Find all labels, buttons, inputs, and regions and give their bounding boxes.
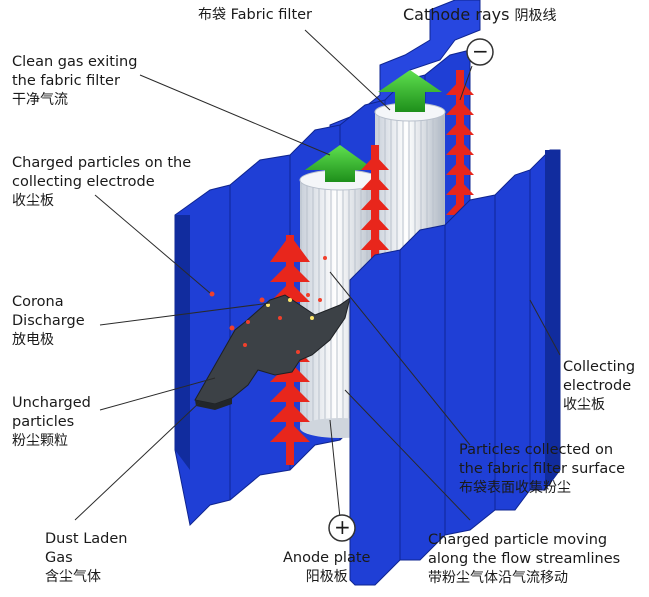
label-corona-line2: Discharge — [12, 313, 85, 329]
label-clean-gas-line2: the fabric filter — [12, 73, 120, 89]
label-anode-zh: 阳极板 — [305, 569, 348, 585]
label-uncharged-zh: 粉尘颗粒 — [12, 433, 68, 449]
label-clean-gas: Clean gas exiting the fabric filter 干净气流 — [12, 53, 137, 110]
label-collecting-electrode-line1: Collecting — [563, 359, 636, 375]
label-dust-laden: Dust Laden Gas 含尘气体 — [45, 530, 127, 587]
label-charged-on-electrode: Charged particles on the collecting elec… — [12, 154, 191, 211]
label-particles-collected-line2: the fabric filter surface — [459, 461, 626, 477]
label-charged-on-electrode-line2: collecting electrode — [12, 174, 155, 190]
label-fabric-filter: 布袋 Fabric filter — [198, 6, 312, 25]
plus-symbol: + — [334, 515, 351, 539]
label-charged-on-electrode-line1: Charged particles on the — [12, 155, 192, 171]
label-collecting-electrode: Collecting electrode 收尘板 — [563, 358, 635, 415]
label-anode: Anode plate 阳极板 — [283, 549, 370, 587]
cathode-rod-middle — [361, 145, 389, 345]
label-corona-zh: 放电极 — [12, 332, 54, 348]
plus-terminal-icon — [328, 514, 356, 542]
label-cathode-rays: Cathode rays 阴极线 — [403, 5, 557, 26]
label-charged-moving-zh: 带粉尘气体沿气流移动 — [428, 570, 568, 586]
label-particles-collected-zh: 布袋表面收集粉尘 — [459, 480, 571, 496]
minus-terminal-icon — [466, 38, 494, 66]
label-dust-laden-line1: Dust Laden — [45, 531, 128, 547]
leader-lines — [74, 29, 561, 521]
collecting-plate-right — [349, 149, 561, 586]
label-charged-moving: Charged particle moving along the flow s… — [428, 531, 620, 588]
label-collecting-electrode-zh: 收尘板 — [563, 397, 605, 413]
label-cathode-rays-zh: 阴极线 — [514, 8, 557, 24]
label-charged-moving-line1: Charged particle moving — [428, 532, 608, 548]
label-uncharged: Uncharged particles 粉尘颗粒 — [12, 394, 91, 451]
label-charged-on-electrode-zh: 收尘板 — [12, 193, 54, 209]
label-clean-gas-line1: Clean gas exiting — [12, 54, 138, 70]
minus-symbol: − — [472, 39, 489, 63]
label-uncharged-line1: Uncharged — [12, 395, 91, 411]
label-corona-line1: Corona — [12, 294, 64, 310]
label-corona: Corona Discharge 放电极 — [12, 293, 85, 350]
label-dust-laden-zh: 含尘气体 — [45, 569, 101, 585]
label-cathode-rays-en: Cathode rays — [403, 5, 510, 24]
label-dust-laden-line2: Gas — [45, 550, 73, 566]
corona-discharge-plate — [194, 294, 351, 410]
label-particles-collected: Particles collected on the fabric filter… — [459, 441, 625, 498]
label-charged-moving-line2: along the flow streamlines — [428, 551, 621, 567]
charged-particles — [209, 256, 327, 354]
label-fabric-filter-en: Fabric filter — [230, 7, 313, 23]
label-collecting-electrode-line2: electrode — [563, 378, 632, 394]
label-anode-en: Anode plate — [283, 550, 371, 566]
label-fabric-filter-zh: 布袋 — [198, 7, 226, 23]
label-clean-gas-zh: 干净气流 — [12, 92, 68, 108]
clean-gas-arrow-back — [378, 70, 442, 112]
spark-particles — [266, 298, 314, 320]
label-particles-collected-line1: Particles collected on — [459, 442, 614, 458]
clean-gas-arrow-front — [305, 145, 375, 182]
label-uncharged-line2: particles — [12, 414, 75, 430]
